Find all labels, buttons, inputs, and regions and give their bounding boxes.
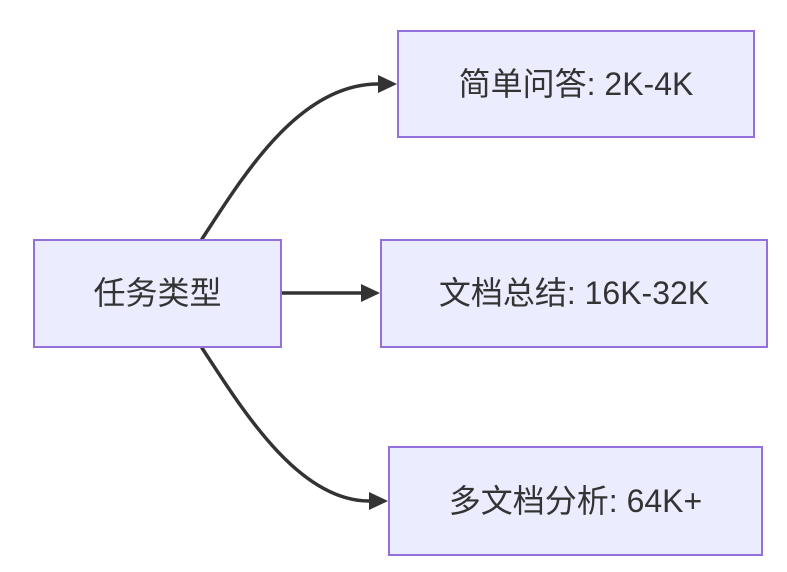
node-task-type: 任务类型 bbox=[33, 239, 282, 348]
node-multi-doc-label: 多文档分析: 64K+ bbox=[448, 482, 703, 519]
arrowhead-multi-doc bbox=[369, 492, 388, 510]
edge-task-type-to-multi-doc bbox=[200, 346, 371, 503]
node-simple-qa: 简单问答: 2K-4K bbox=[397, 30, 755, 138]
node-doc-summary: 文档总结: 16K-32K bbox=[380, 239, 768, 348]
node-task-type-label: 任务类型 bbox=[93, 275, 222, 312]
arrowhead-simple-qa bbox=[378, 75, 397, 93]
node-multi-doc: 多文档分析: 64K+ bbox=[388, 446, 763, 556]
node-simple-qa-label: 简单问答: 2K-4K bbox=[458, 65, 694, 102]
node-doc-summary-label: 文档总结: 16K-32K bbox=[438, 275, 710, 312]
edge-task-type-to-simple-qa bbox=[200, 82, 380, 241]
arrowhead-doc-summary bbox=[361, 284, 380, 302]
